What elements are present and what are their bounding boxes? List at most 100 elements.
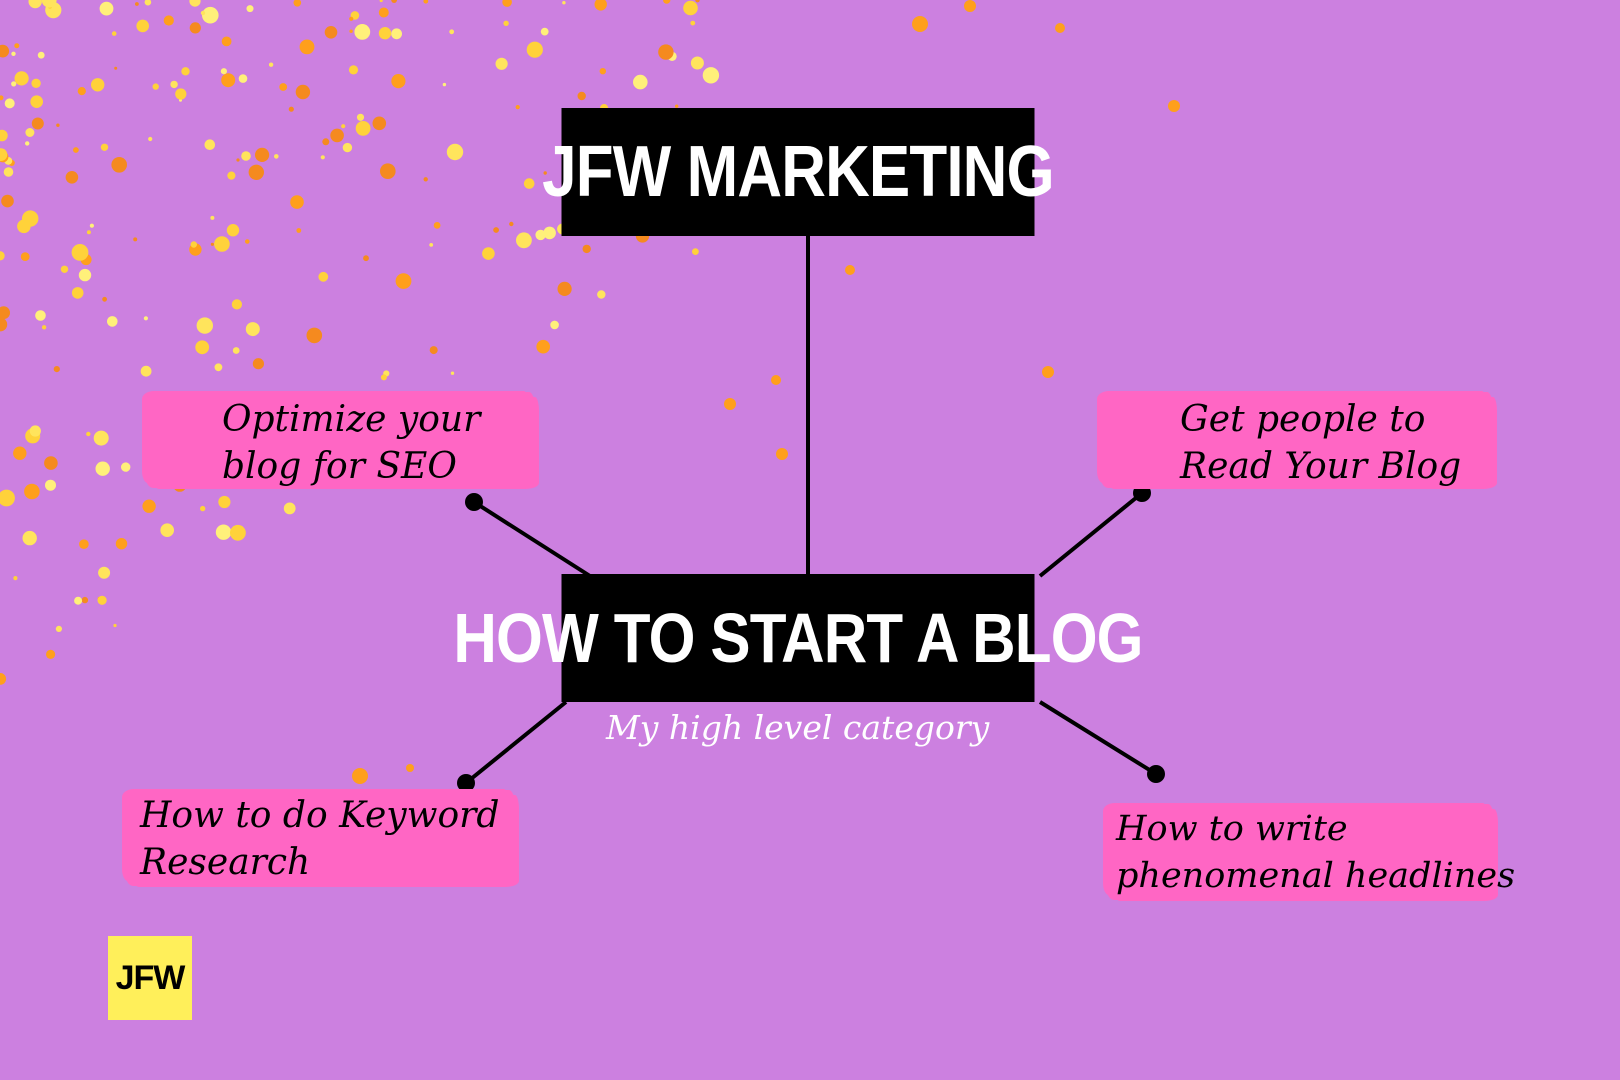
- confetti-dot: [406, 764, 414, 772]
- connector-keyword: [464, 700, 568, 785]
- title-text: JFW MARKETING: [542, 132, 1055, 212]
- confetti-dot: [245, 239, 250, 244]
- subtopic-headlines: How to write phenomenal headlines: [1116, 806, 1515, 900]
- confetti-dot: [175, 88, 187, 100]
- confetti-dot: [189, 0, 201, 7]
- confetti-dot: [1055, 23, 1065, 33]
- confetti-dot: [690, 56, 704, 70]
- confetti-dot: [274, 154, 279, 159]
- confetti-dot: [502, 0, 512, 7]
- confetti-dot: [446, 143, 464, 161]
- confetti-dot: [31, 117, 44, 130]
- confetti-dot: [372, 116, 387, 131]
- confetti-dot: [73, 147, 79, 153]
- confetti-dot: [25, 141, 30, 146]
- brush-stroke-read: [1100, 392, 1493, 488]
- confetti-dot: [354, 24, 371, 40]
- confetti-dot: [702, 67, 720, 84]
- confetti-dot: [14, 43, 20, 49]
- confetti-dot: [41, 0, 57, 8]
- confetti-dot: [196, 317, 213, 334]
- confetti-dot: [4, 98, 15, 109]
- subtopic-seo-line-2: blog for SEO: [222, 446, 457, 487]
- confetti-dot: [215, 524, 232, 540]
- confetti-dot: [306, 327, 323, 344]
- connector-seo-dot: [465, 493, 483, 511]
- confetti-dot: [912, 16, 928, 32]
- confetti-dot: [516, 232, 532, 249]
- connector-keyword-dot: [457, 774, 475, 792]
- confetti-dot: [93, 430, 109, 446]
- confetti-dot: [349, 16, 354, 21]
- confetti-dot: [71, 244, 89, 261]
- confetti-dot: [526, 41, 543, 58]
- confetti-dot: [318, 271, 329, 282]
- confetti-dot: [550, 320, 559, 330]
- confetti-dot: [683, 0, 698, 16]
- confetti-dot: [322, 138, 330, 146]
- confetti-dot: [221, 73, 236, 88]
- subtopic-headlines-line-2: phenomenal headlines: [1116, 856, 1516, 896]
- connector-read: [1038, 491, 1144, 578]
- confetti-dot: [133, 237, 138, 242]
- confetti-dot: [523, 178, 535, 189]
- confetti-dot: [115, 538, 128, 550]
- confetti-dot: [658, 44, 674, 60]
- confetti-dot: [200, 10, 206, 16]
- confetti-dot: [536, 339, 550, 354]
- confetti-dot: [246, 5, 254, 13]
- confetti-dot: [1042, 366, 1054, 378]
- confetti-dot: [143, 316, 148, 321]
- confetti-dot: [964, 0, 976, 12]
- confetti-dot: [248, 164, 264, 180]
- confetti-dot: [241, 151, 251, 161]
- confetti-dot: [78, 268, 92, 282]
- confetti-dot: [845, 265, 855, 275]
- logo-text: JFW: [115, 958, 186, 997]
- confetti-dot: [95, 461, 110, 476]
- confetti-dot: [148, 136, 153, 142]
- confetti-dot: [71, 287, 84, 299]
- confetti-dot: [380, 163, 396, 179]
- confetti-dot: [391, 0, 397, 3]
- confetti-dot: [60, 265, 69, 273]
- main-topic-text: HOW TO START A BLOG: [453, 599, 1143, 677]
- confetti-dot: [140, 365, 152, 377]
- confetti-dot: [135, 2, 139, 6]
- confetti-dot: [776, 448, 788, 460]
- confetti-dot: [423, 0, 429, 4]
- confetti-dot: [391, 28, 402, 40]
- confetti-dot: [113, 623, 117, 628]
- confetti-dot: [232, 347, 240, 354]
- confetti-dot: [81, 596, 89, 604]
- confetti-dot: [91, 78, 105, 92]
- confetti-dot: [509, 221, 514, 227]
- subtopic-read: Get people to Read Your Blog: [1180, 396, 1461, 490]
- confetti-dot: [675, 104, 679, 108]
- confetti-dot: [557, 281, 572, 296]
- confetti-dot: [391, 74, 406, 89]
- confetti-dot: [227, 171, 236, 180]
- confetti-dot: [449, 29, 455, 35]
- confetti-dot: [163, 15, 174, 26]
- connector-read-dot: [1133, 484, 1151, 502]
- connector-headlines: [1038, 700, 1158, 776]
- confetti-dot: [236, 158, 240, 162]
- confetti-dot: [190, 241, 197, 248]
- confetti-dot: [293, 0, 302, 7]
- subtopic-keyword-line-2: Research: [140, 842, 311, 883]
- confetti-dot: [14, 71, 29, 86]
- confetti-dot: [218, 495, 231, 509]
- confetti-dot: [195, 340, 210, 355]
- subtopic-seo-line-1: Optimize your: [222, 399, 481, 440]
- confetti-dot: [37, 51, 45, 59]
- confetti-dot: [98, 566, 111, 579]
- confetti-dot: [231, 299, 242, 310]
- confetti-dot: [142, 499, 156, 513]
- confetti-dot: [214, 363, 223, 372]
- confetti-dot: [74, 596, 83, 605]
- subtopic-keyword: How to do Keyword Research: [140, 792, 499, 886]
- confetti-dot: [17, 219, 31, 234]
- confetti-dot: [35, 310, 46, 321]
- confetti-dot: [355, 120, 371, 136]
